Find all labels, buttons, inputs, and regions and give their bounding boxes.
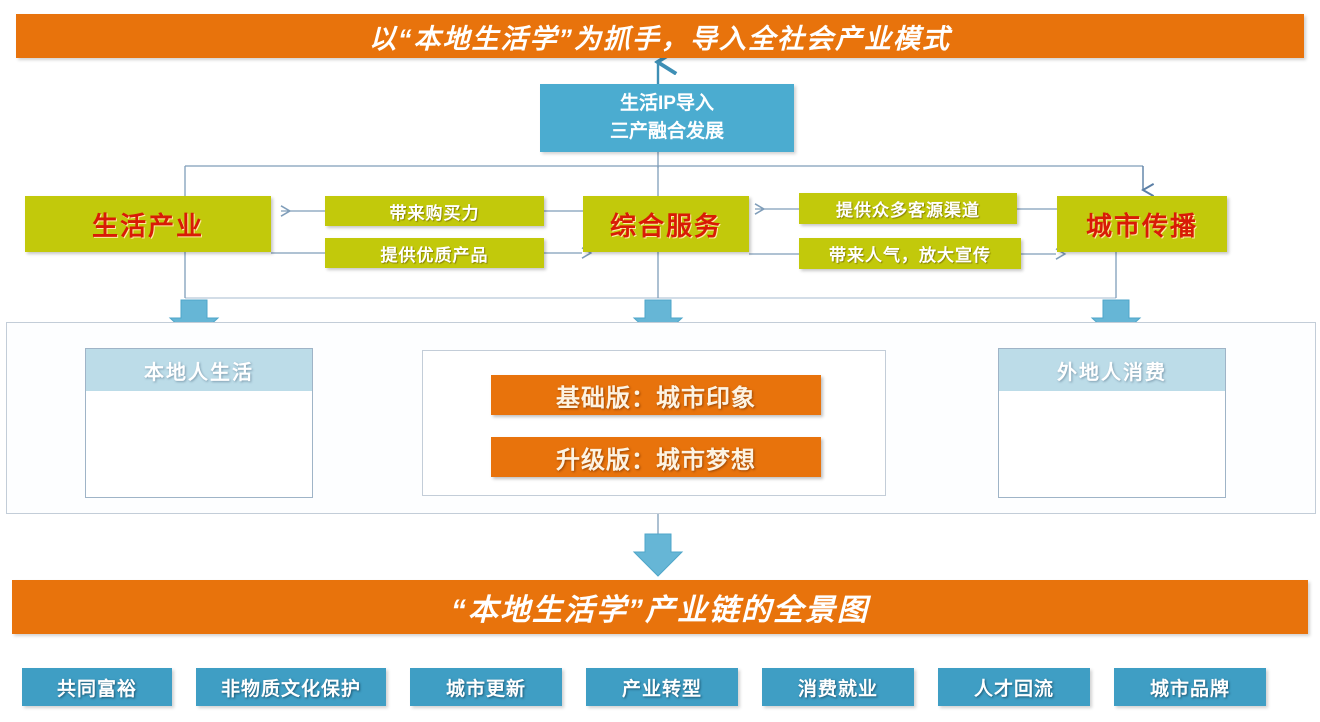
version-basic-bar: 基础版：城市印象 (491, 375, 821, 415)
life-ip-box: 生活IP导入 三产融合发展 (540, 84, 794, 152)
center-version-card: 基础版：城市印象 升级版：城市梦想 (422, 350, 886, 496)
flow-label-customer-channels: 提供众多客源渠道 (799, 193, 1017, 224)
life-ip-line-1: 生活IP导入 (620, 93, 714, 115)
flow-label-popularity-promotion: 带来人气，放大宣传 (799, 238, 1021, 269)
pillar-city-communication: 城市传播 (1057, 196, 1227, 252)
bottom-tag[interactable]: 共同富裕 (22, 668, 172, 706)
version-upgrade-bar: 升级版：城市梦想 (491, 437, 821, 477)
bottom-tag-row: 共同富裕非物质文化保护城市更新产业转型消费就业人才回流城市品牌 (0, 668, 1320, 710)
card-visitor-consumption: 外地人消费 (998, 348, 1226, 498)
card-visitor-consumption-title: 外地人消费 (999, 349, 1225, 391)
bottom-tag[interactable]: 消费就业 (762, 668, 914, 706)
bottom-tag[interactable]: 人才回流 (938, 668, 1090, 706)
bottom-tag[interactable]: 产业转型 (586, 668, 738, 706)
flow-label-quality-products: 提供优质产品 (325, 238, 544, 268)
bottom-tag[interactable]: 城市品牌 (1114, 668, 1266, 706)
bottom-banner: “本地生活学”产业链的全景图 (12, 580, 1308, 634)
life-ip-line-2: 三产融合发展 (609, 121, 724, 142)
flow-label-purchase-power: 带来购买力 (325, 196, 544, 226)
top-banner: 以“本地生活学”为抓手，导入全社会产业模式 (16, 14, 1304, 58)
bottom-tag[interactable]: 非物质文化保护 (196, 668, 386, 706)
bottom-tag[interactable]: 城市更新 (410, 668, 562, 706)
card-local-residents-title: 本地人生活 (86, 349, 312, 391)
card-local-residents: 本地人生活 (85, 348, 313, 498)
pillar-comprehensive-service: 综合服务 (583, 196, 749, 252)
pillar-life-industry: 生活产业 (25, 196, 271, 252)
